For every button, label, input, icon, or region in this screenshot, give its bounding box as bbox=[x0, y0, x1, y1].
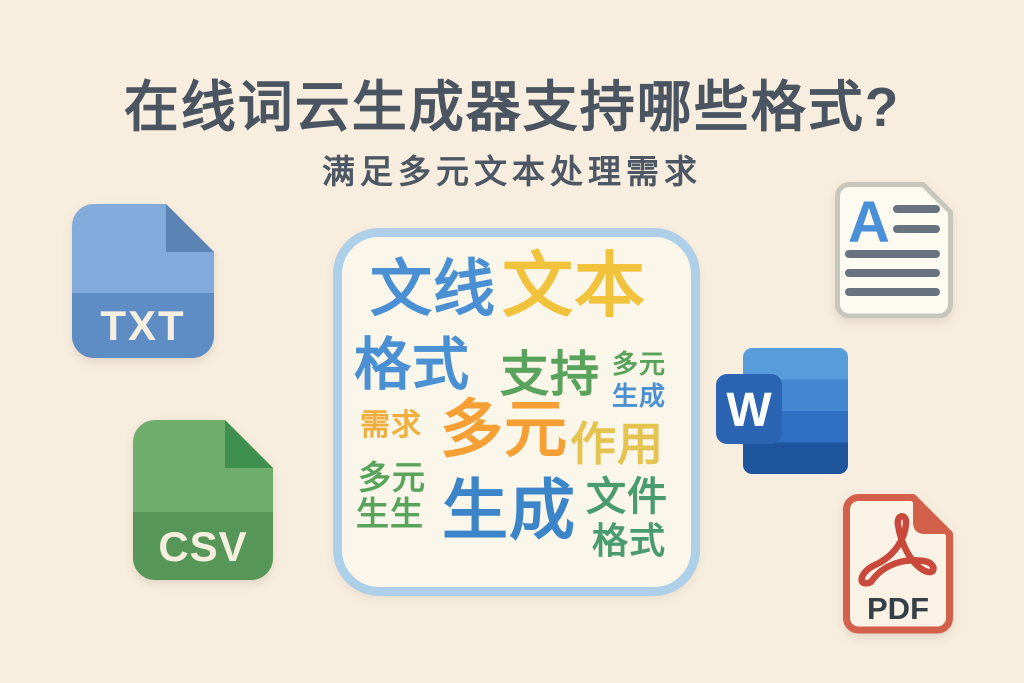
word-letter-w: W bbox=[726, 384, 772, 437]
cloud-word-13: 格式 bbox=[592, 520, 667, 561]
text-document-icon: A bbox=[835, 182, 953, 318]
cloud-word-10: 生生 bbox=[356, 495, 424, 532]
word-app-icon: W bbox=[716, 348, 848, 474]
pdf-label: PDF bbox=[867, 591, 929, 626]
page-title: 在线词云生成器支持哪些格式? bbox=[123, 76, 901, 138]
word-cloud-panel: 文线文本格式支持多元生成需求多元作用多元生生生成文件格式 bbox=[333, 228, 700, 596]
txt-fold bbox=[166, 204, 214, 252]
txt-label: TXT bbox=[100, 302, 185, 349]
pdf-fold bbox=[913, 497, 950, 534]
cloud-word-5: 生成 bbox=[612, 381, 667, 411]
cloud-word-11: 生成 bbox=[442, 473, 576, 547]
csv-band bbox=[133, 512, 273, 580]
pdf-acrobat-swirl bbox=[858, 513, 937, 587]
cloud-word-12: 文件 bbox=[586, 475, 668, 519]
cloud-word-0: 文线 bbox=[370, 255, 497, 324]
cloud-word-7: 多元 bbox=[440, 395, 568, 465]
doc-text-lines bbox=[845, 205, 940, 296]
txt-band bbox=[72, 293, 214, 358]
cloud-word-2: 格式 bbox=[354, 333, 470, 397]
cloud-word-8: 作用 bbox=[570, 418, 664, 470]
word-cloud-words: 文线文本格式支持多元生成需求多元作用多元生生生成文件格式 bbox=[342, 237, 691, 587]
doc-letter-a: A bbox=[848, 190, 890, 255]
cloud-word-6: 需求 bbox=[360, 409, 422, 442]
csv-label: CSV bbox=[158, 523, 247, 570]
word-letter-tile bbox=[716, 374, 782, 444]
txt-file-icon: TXT bbox=[72, 204, 214, 358]
csv-fold bbox=[225, 420, 273, 468]
pdf-file-icon: PDF bbox=[843, 494, 953, 634]
csv-file-icon: CSV bbox=[133, 420, 273, 580]
cloud-word-1: 文本 bbox=[502, 247, 647, 326]
cloud-word-4: 多元 bbox=[612, 349, 667, 379]
cloud-word-3: 支持 bbox=[500, 348, 601, 402]
page-subtitle: 满足多元文本处理需求 bbox=[322, 153, 702, 190]
cloud-word-9: 多元 bbox=[358, 459, 426, 496]
